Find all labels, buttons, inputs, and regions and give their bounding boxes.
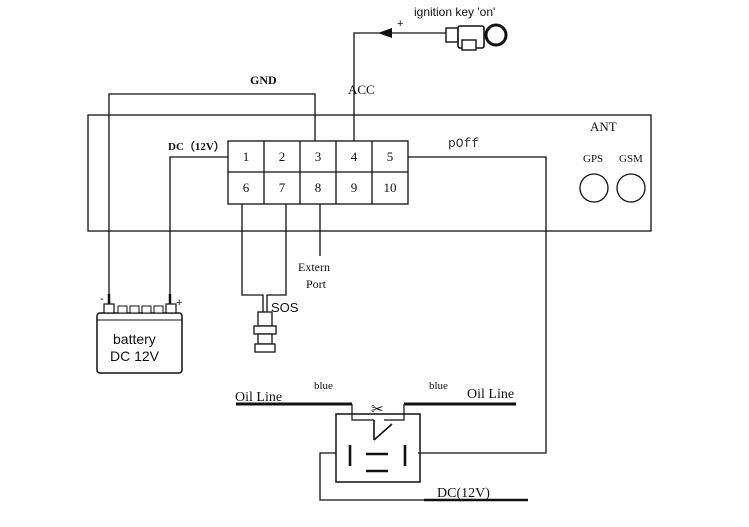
gnd-wire [108, 93, 316, 305]
extern-port-line2: Port [306, 277, 327, 291]
relay-block [335, 404, 421, 483]
gps-antenna-port [579, 173, 609, 203]
acc-label: ACC [348, 82, 375, 97]
gnd-label: GND [250, 73, 277, 87]
pin-8-label: 8 [315, 180, 322, 195]
cut-scissors-icon: ✂ [371, 401, 384, 418]
relay-dc-label: DC(12V) [437, 486, 490, 501]
pin-6-label: 6 [243, 180, 250, 195]
battery-label-line1: battery [113, 331, 156, 347]
gps-label: GPS [583, 153, 603, 165]
battery-plus-label: + [176, 297, 182, 309]
acc-wire [353, 32, 450, 141]
sos-button-icon [253, 311, 277, 353]
blue-left-label: blue [314, 380, 333, 392]
device-box [87, 114, 652, 232]
battery-minus-label: - [100, 293, 104, 305]
pin-1-label: 1 [243, 149, 250, 164]
pin-7-label: 7 [279, 180, 286, 195]
sos-wire-a [241, 204, 264, 312]
ignition-label: ignition key 'on' [414, 5, 495, 19]
gsm-antenna-port [616, 173, 646, 203]
poff-wire [408, 156, 547, 454]
battery-label-line2: DC 12V [110, 348, 160, 364]
battery-icon [96, 294, 183, 374]
oil-line-right-label: Oil Line [467, 387, 514, 402]
pin-5-label: 5 [387, 149, 394, 164]
pin-3-label: 3 [315, 149, 322, 164]
poff-label: pOff [448, 136, 479, 151]
pin-4-label: 4 [351, 149, 358, 164]
dc-wire [169, 156, 228, 305]
pin-2-label: 2 [279, 149, 286, 164]
connector-block [227, 140, 409, 205]
pin-9-label: 9 [351, 180, 358, 195]
dc-label: DC（12V） [168, 140, 225, 153]
blue-right-label: blue [429, 380, 448, 392]
extern-port-line1: Extern [298, 260, 330, 274]
ignition-key-icon [445, 23, 508, 51]
gsm-label: GSM [619, 153, 643, 165]
sos-label: SOS [271, 300, 299, 315]
sos-wire-b [266, 204, 287, 312]
ignition-plus-label: + [397, 18, 403, 30]
oil-line-left-label: Oil Line [235, 390, 282, 405]
ant-label: ANT [590, 119, 617, 134]
acc-arrow [378, 28, 392, 38]
pin-10-label: 10 [384, 180, 397, 195]
